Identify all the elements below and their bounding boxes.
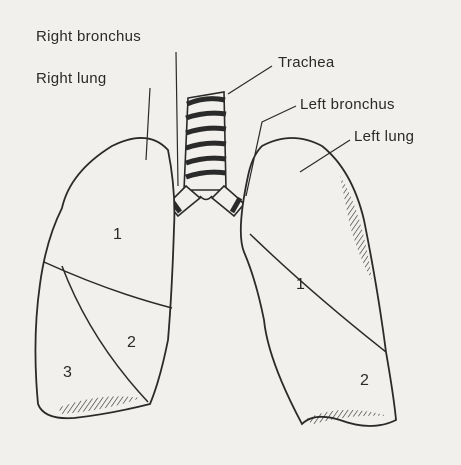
right-lower-lobe-number: 3 <box>63 364 72 382</box>
trachea-leader <box>228 66 272 94</box>
left-bronchus-label: Left bronchus <box>300 96 395 113</box>
trachea-shape <box>184 92 226 190</box>
right-lung-label: Right lung <box>36 70 107 87</box>
left-lung-label: Left lung <box>354 128 414 145</box>
right-middle-lobe-number: 2 <box>127 334 136 352</box>
right-bronchus-leader <box>176 52 178 186</box>
trachea-label: Trachea <box>278 54 335 71</box>
right-bronchus-label: Right bronchus <box>36 28 141 45</box>
right-lung-shape <box>35 138 174 418</box>
left-lower-lobe-number: 2 <box>360 372 369 390</box>
left-lung-shape <box>241 138 396 426</box>
right-upper-lobe-number: 1 <box>113 226 122 244</box>
left-upper-lobe-number: 1 <box>296 276 305 294</box>
